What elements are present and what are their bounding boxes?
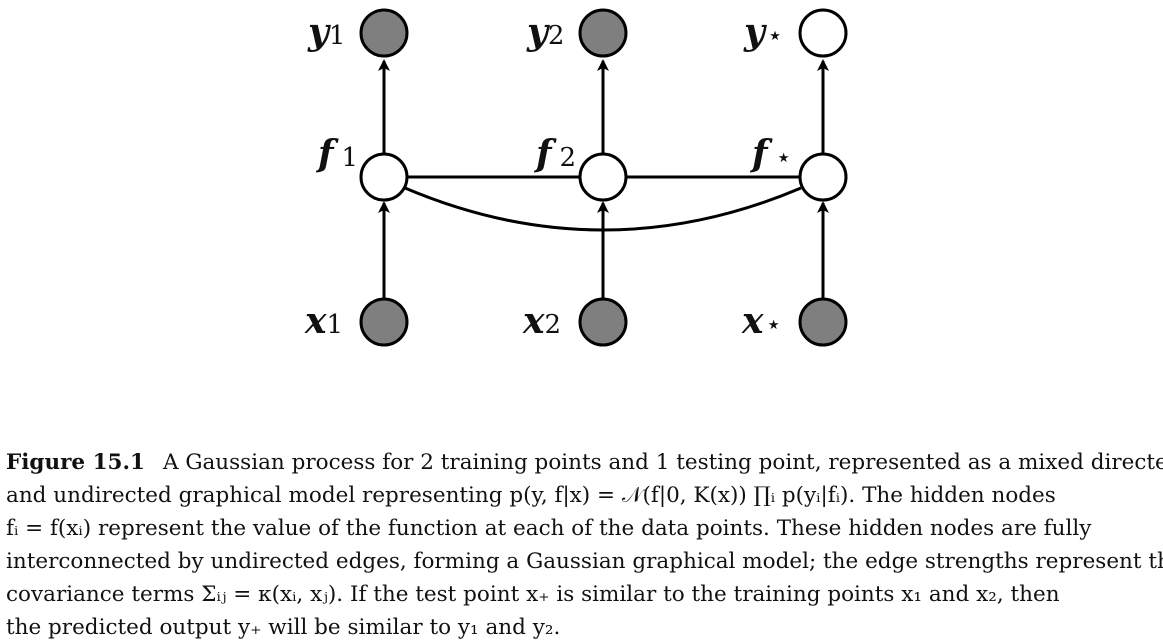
node-f1 (359, 152, 409, 202)
caption-line-4: interconnected by undirected edges, form… (6, 549, 1163, 574)
caption-line-6: the predicted output y₊ will be similar … (6, 615, 561, 640)
label-y1: y1 (307, 11, 345, 53)
figure-label: Figure 15.1 (6, 450, 145, 475)
label-x1: x1 (304, 300, 343, 342)
node-xstar (798, 297, 848, 347)
label-x2: x2 (522, 300, 561, 342)
node-x2 (578, 297, 628, 347)
node-f2 (578, 152, 628, 202)
node-fstar (798, 152, 848, 202)
label-ystar: y⋆ (743, 11, 783, 53)
node-ystar (798, 8, 848, 58)
caption-line-1: Figure 15.1 A Gaussian process for 2 trai… (6, 446, 1163, 479)
label-y2: y2 (526, 11, 564, 53)
caption-line-5: covariance terms Σᵢⱼ = κ(xᵢ, xⱼ). If the… (6, 582, 1060, 607)
figure-caption: Figure 15.1 A Gaussian process for 2 trai… (6, 446, 1163, 644)
caption-line-3: fᵢ = f(xᵢ) represent the value of the fu… (6, 516, 1092, 541)
node-y2 (578, 8, 628, 58)
node-y1 (359, 8, 409, 58)
caption-line-2: and undirected graphical model represent… (6, 483, 1056, 508)
label-fstar: f⋆ (749, 133, 792, 175)
label-xstar: x⋆ (741, 300, 782, 342)
node-x1 (359, 297, 409, 347)
caption-line-1-text: A Gaussian process for 2 training points… (162, 450, 1163, 475)
